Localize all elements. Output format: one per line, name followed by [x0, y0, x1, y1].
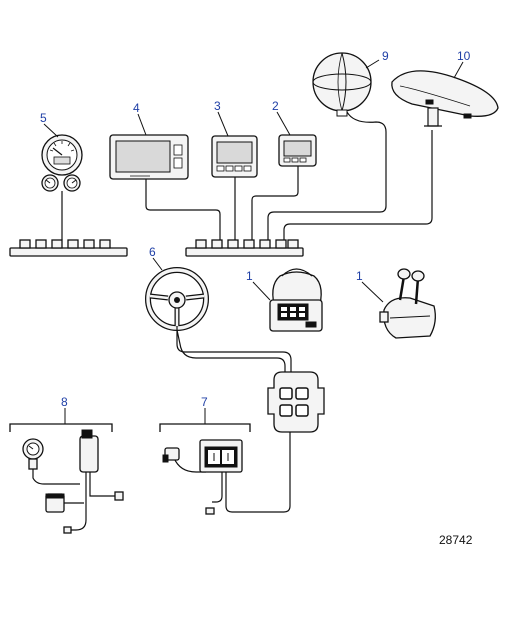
- hub-cables: [61, 111, 433, 240]
- leader-lines: [43, 59, 464, 424]
- kit-brackets: [9, 423, 251, 432]
- joystick-control: [269, 268, 323, 332]
- callout-2: 2: [272, 99, 279, 113]
- throttle-lever: [379, 268, 436, 339]
- callout-3: 3: [214, 99, 221, 113]
- display-unit-3: [211, 135, 258, 178]
- callout-4: 4: [133, 101, 140, 115]
- callout-1-joystick: 1: [246, 269, 253, 283]
- control-panel-kit: [162, 439, 243, 515]
- instrument-gauges: [41, 134, 83, 192]
- display-unit-2: [278, 134, 317, 167]
- callout-9: 9: [382, 49, 389, 63]
- steering-wheel: [145, 267, 209, 331]
- multifunction-display: [109, 134, 189, 180]
- callout-1-lever: 1: [356, 269, 363, 283]
- central-hub: [185, 239, 304, 257]
- control-hub-module: [267, 371, 325, 433]
- antenna-unit: [391, 70, 499, 127]
- callout-7: 7: [201, 395, 208, 409]
- sensor-kit: [22, 429, 124, 534]
- drawing-reference-number: 28742: [439, 533, 473, 547]
- gps-receiver: [312, 52, 372, 117]
- gauge-hub: [9, 239, 128, 257]
- callout-5: 5: [40, 111, 47, 125]
- callout-8: 8: [61, 395, 68, 409]
- callout-6: 6: [149, 245, 156, 259]
- callout-10: 10: [457, 49, 471, 63]
- callout-labels: 5 4 3 2 9 10 6 1 1 7 8 28742: [40, 49, 473, 547]
